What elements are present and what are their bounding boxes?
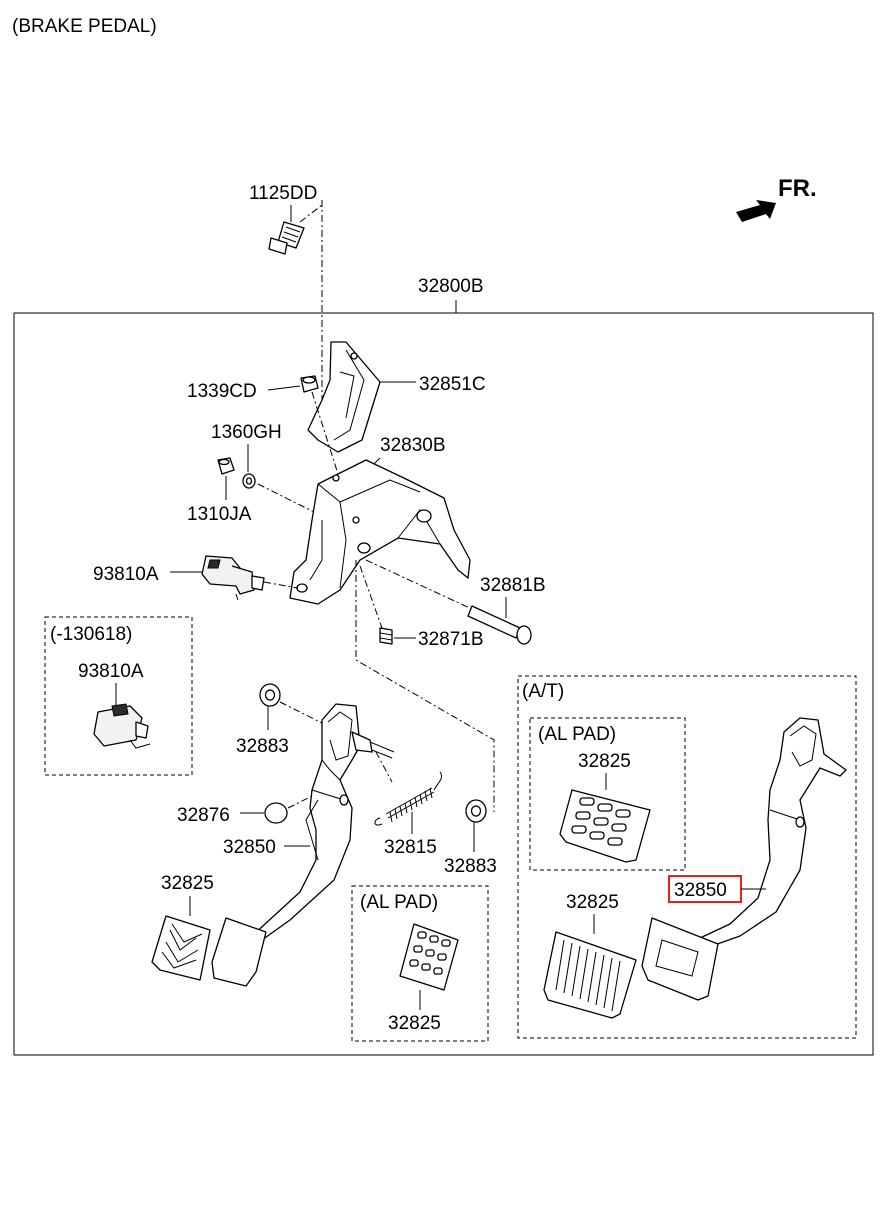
bracket-32851C	[307, 341, 381, 453]
variant-box-al-pad-mt	[351, 885, 489, 1042]
brake-pedal-32850-mt	[211, 703, 395, 987]
part-label-32883-left[interactable]: 32883	[236, 736, 289, 757]
pin-32881B	[467, 605, 532, 645]
variant-box-130618	[44, 616, 193, 776]
return-spring-32815	[374, 771, 443, 826]
group-label-130618: (-130618)	[50, 624, 132, 645]
dash-pivot	[355, 560, 495, 812]
brake-pedal-32850-at	[641, 717, 847, 1001]
part-label-1339CD[interactable]: 1339CD	[187, 381, 257, 402]
dash-32881B	[365, 559, 475, 611]
stop-lamp-switch-alt-93810A	[93, 703, 151, 749]
part-label-32825-mt[interactable]: 32825	[161, 873, 214, 894]
dash-32850-mt	[375, 751, 393, 783]
washer-1360GH-hole	[245, 477, 253, 485]
dash-93810A	[263, 581, 299, 589]
front-direction-arrow-icon	[736, 200, 776, 222]
leader-1339CD	[267, 385, 301, 391]
part-label-32825-at[interactable]: 32825	[566, 892, 619, 913]
pedal-pad-32825-mt	[151, 915, 211, 981]
part-label-93810A-main[interactable]: 93810A	[93, 564, 159, 585]
part-label-93810A-alt[interactable]: 93810A	[78, 661, 144, 682]
part-label-32815[interactable]: 32815	[384, 837, 437, 858]
bushing-32883-left	[259, 683, 281, 707]
variant-box-al-pad-at	[529, 717, 686, 871]
bolt-32871B	[379, 627, 393, 645]
bushing-32883-right	[465, 799, 487, 823]
part-label-32876[interactable]: 32876	[177, 805, 230, 826]
dash-1339CD	[311, 391, 339, 475]
part-label-32871B[interactable]: 32871B	[418, 629, 484, 650]
dash-32871B	[359, 565, 383, 629]
nut-1310JA	[217, 457, 235, 475]
assembly-box-32800B	[13, 312, 874, 1056]
stop-lamp-switch-93810A	[201, 555, 265, 601]
part-label-32800B[interactable]: 32800B	[418, 276, 484, 297]
part-label-1360GH[interactable]: 1360GH	[211, 422, 282, 443]
part-label-1310JA[interactable]: 1310JA	[187, 504, 252, 525]
nut-1339CD	[300, 375, 319, 393]
part-label-32883-right[interactable]: 32883	[444, 856, 497, 877]
part-label-32881B[interactable]: 32881B	[480, 575, 546, 596]
group-label-at: (A/T)	[522, 681, 564, 702]
dash-32876	[287, 795, 313, 809]
part-label-32851C[interactable]: 32851C	[419, 374, 486, 395]
stopper-32876	[264, 802, 288, 824]
pedal-pad-32825-at-al	[559, 789, 651, 863]
dash-1125DD-angle	[299, 204, 323, 223]
group-label-al-pad-at: (AL PAD)	[538, 724, 616, 745]
part-label-32850-mt[interactable]: 32850	[223, 837, 276, 858]
group-label-al-pad-mt: (AL PAD)	[360, 892, 438, 913]
diagram-title: (BRAKE PEDAL)	[12, 16, 157, 37]
bolt-1125DD	[268, 221, 305, 255]
part-label-32830B[interactable]: 32830B	[380, 435, 446, 456]
front-direction-label: FR.	[778, 175, 817, 202]
part-label-32850-at[interactable]: 32850	[674, 880, 727, 901]
dash-1360GH	[257, 483, 319, 515]
variant-box-at	[517, 675, 857, 1039]
pedal-pad-32825-at	[543, 931, 637, 1019]
member-32830B	[289, 459, 471, 605]
pedal-pad-32825-mt-al	[399, 923, 459, 991]
part-label-32825-at-al[interactable]: 32825	[578, 751, 631, 772]
part-label-32825-mt-al[interactable]: 32825	[388, 1013, 441, 1034]
part-label-1125DD[interactable]: 1125DD	[249, 183, 317, 204]
